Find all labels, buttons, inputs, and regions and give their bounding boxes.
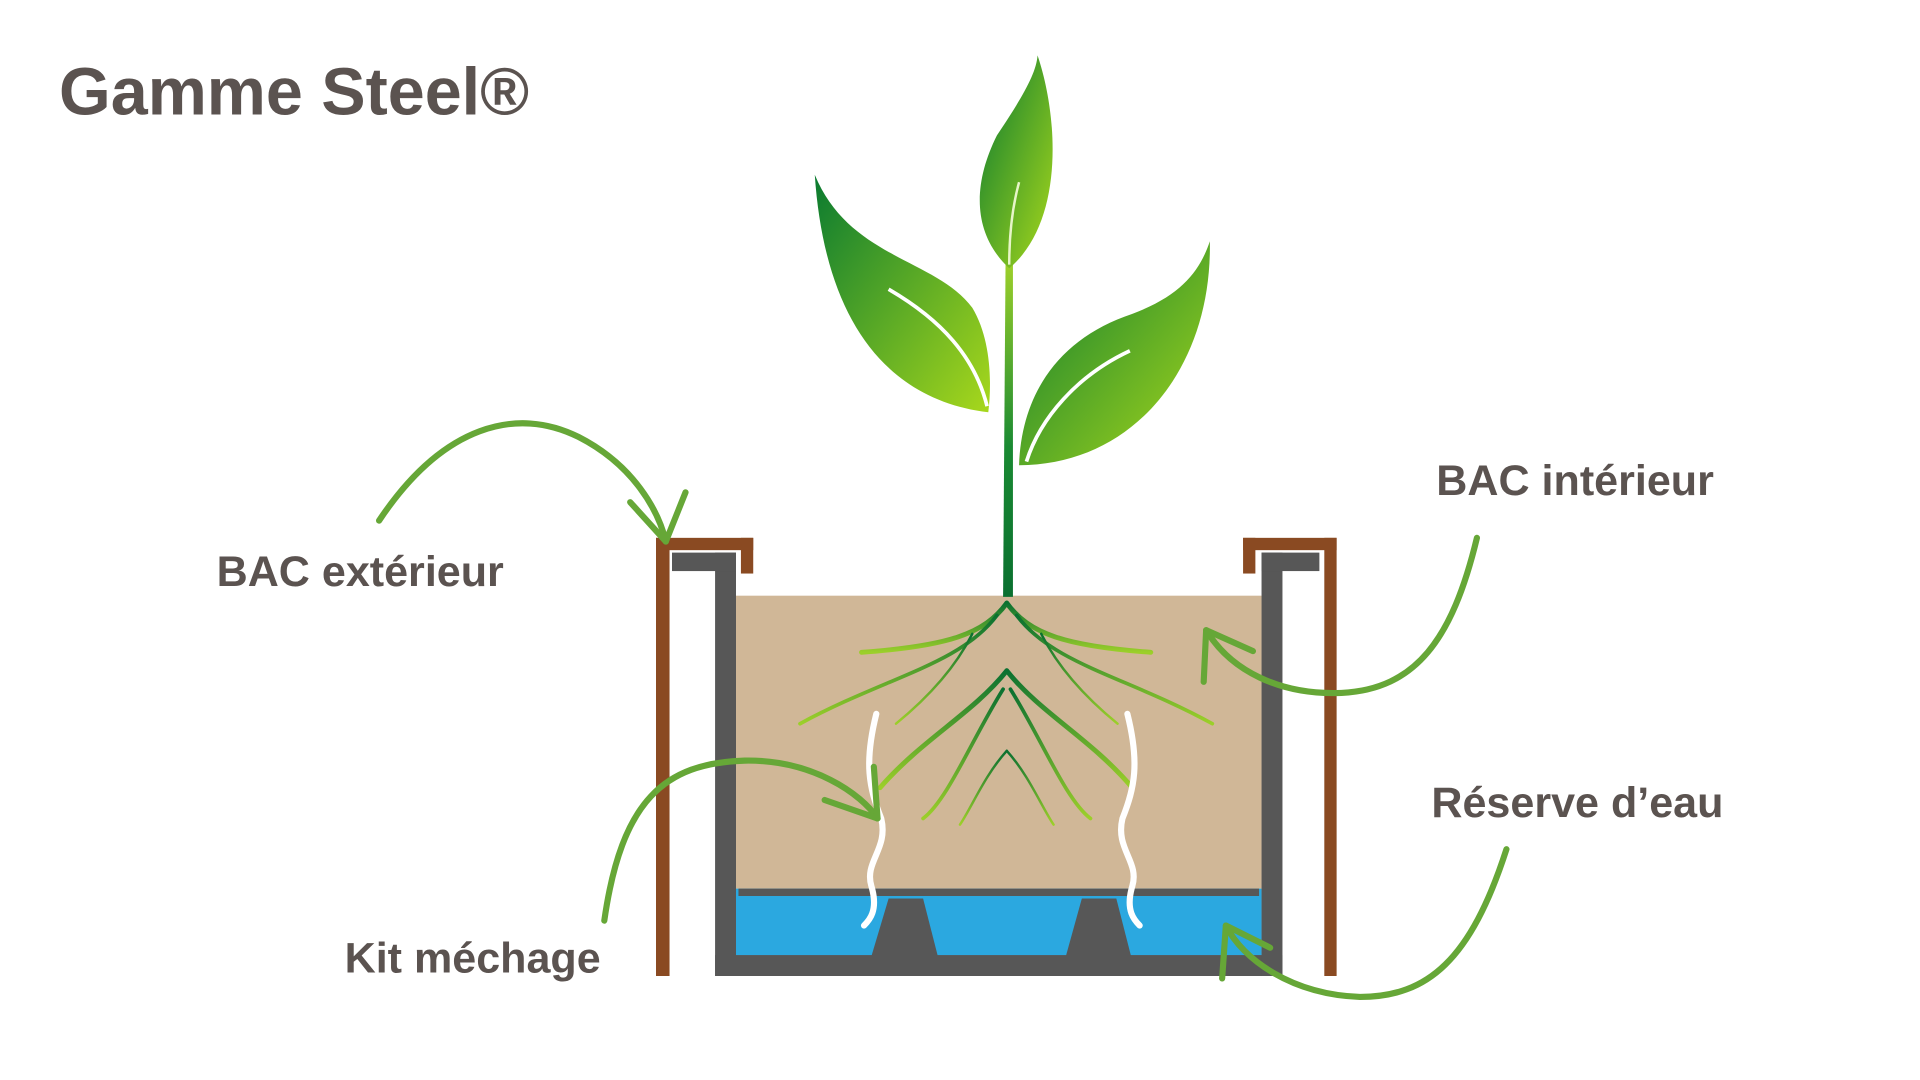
leaf-vein	[887, 287, 989, 407]
arrow-water-reserve	[1219, 846, 1510, 1001]
arrow-wick-kit	[601, 757, 881, 924]
label-wick-kit: Kit méchage	[345, 934, 601, 982]
leaf	[814, 174, 990, 413]
outer-tank	[656, 537, 1337, 976]
stem	[1003, 264, 1013, 597]
support-foot	[871, 898, 938, 957]
leaf	[1019, 241, 1210, 466]
support-foot	[1065, 898, 1132, 957]
label-inner-tank: BAC intérieur	[1436, 457, 1714, 505]
wick	[860, 710, 886, 929]
page-title: Gamme Steel®	[59, 55, 529, 129]
inner-tank	[672, 552, 1320, 976]
arrow-outer-tank	[376, 420, 689, 545]
leaf	[979, 55, 1053, 269]
soil	[736, 595, 1262, 889]
wick	[1118, 710, 1143, 929]
label-water-reserve: Réserve d’eau	[1431, 779, 1723, 827]
grid-plate	[738, 888, 1260, 896]
plant	[814, 55, 1210, 597]
arrow-inner-tank	[1200, 534, 1480, 697]
leaf-vein	[1024, 349, 1131, 463]
label-outer-tank: BAC extérieur	[217, 548, 504, 596]
leaf-vein	[1008, 181, 1021, 265]
water-reserve	[736, 888, 1262, 957]
plant-roots	[798, 585, 1215, 867]
